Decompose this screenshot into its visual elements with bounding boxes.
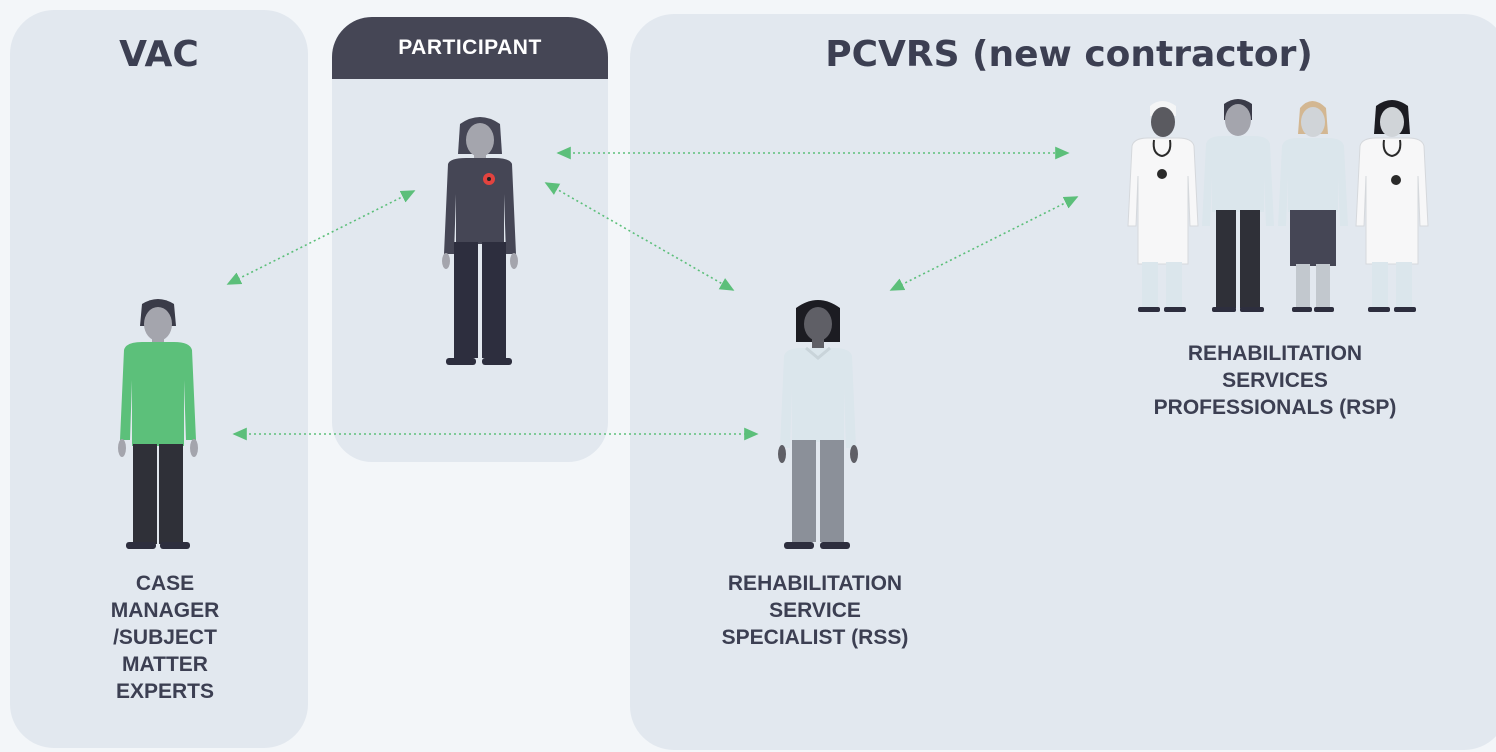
rss-label: REHABILITATION SERVICE SPECIALIST (RSS): [721, 572, 909, 649]
case-manager-label: CASE MANAGER /SUBJECT MATTER EXPERTS: [110, 572, 220, 703]
pcvrs-panel: [630, 14, 1496, 750]
arrow-participant-cm: [226, 190, 416, 285]
rsp-group-figures: [1127, 99, 1429, 312]
pcvrs-title: PCVRS (new contractor): [825, 34, 1313, 75]
participant-header: PARTICIPANT: [332, 17, 608, 79]
rsp-label: REHABILITATION SERVICES PROFESSIONALS (R…: [1153, 342, 1397, 419]
rsp-doctor-2: [1355, 100, 1429, 312]
rsp-doctor-1: [1127, 101, 1199, 312]
arrow-participant-rss: [544, 182, 735, 291]
participant-figure: [442, 117, 518, 365]
case-manager-figure: [118, 299, 198, 549]
rss-figure: [778, 300, 858, 549]
arrow-rsp-rss: [889, 196, 1079, 291]
rsp-woman: [1278, 101, 1348, 312]
rsp-man: [1202, 99, 1274, 312]
vac-title: VAC: [119, 34, 199, 75]
